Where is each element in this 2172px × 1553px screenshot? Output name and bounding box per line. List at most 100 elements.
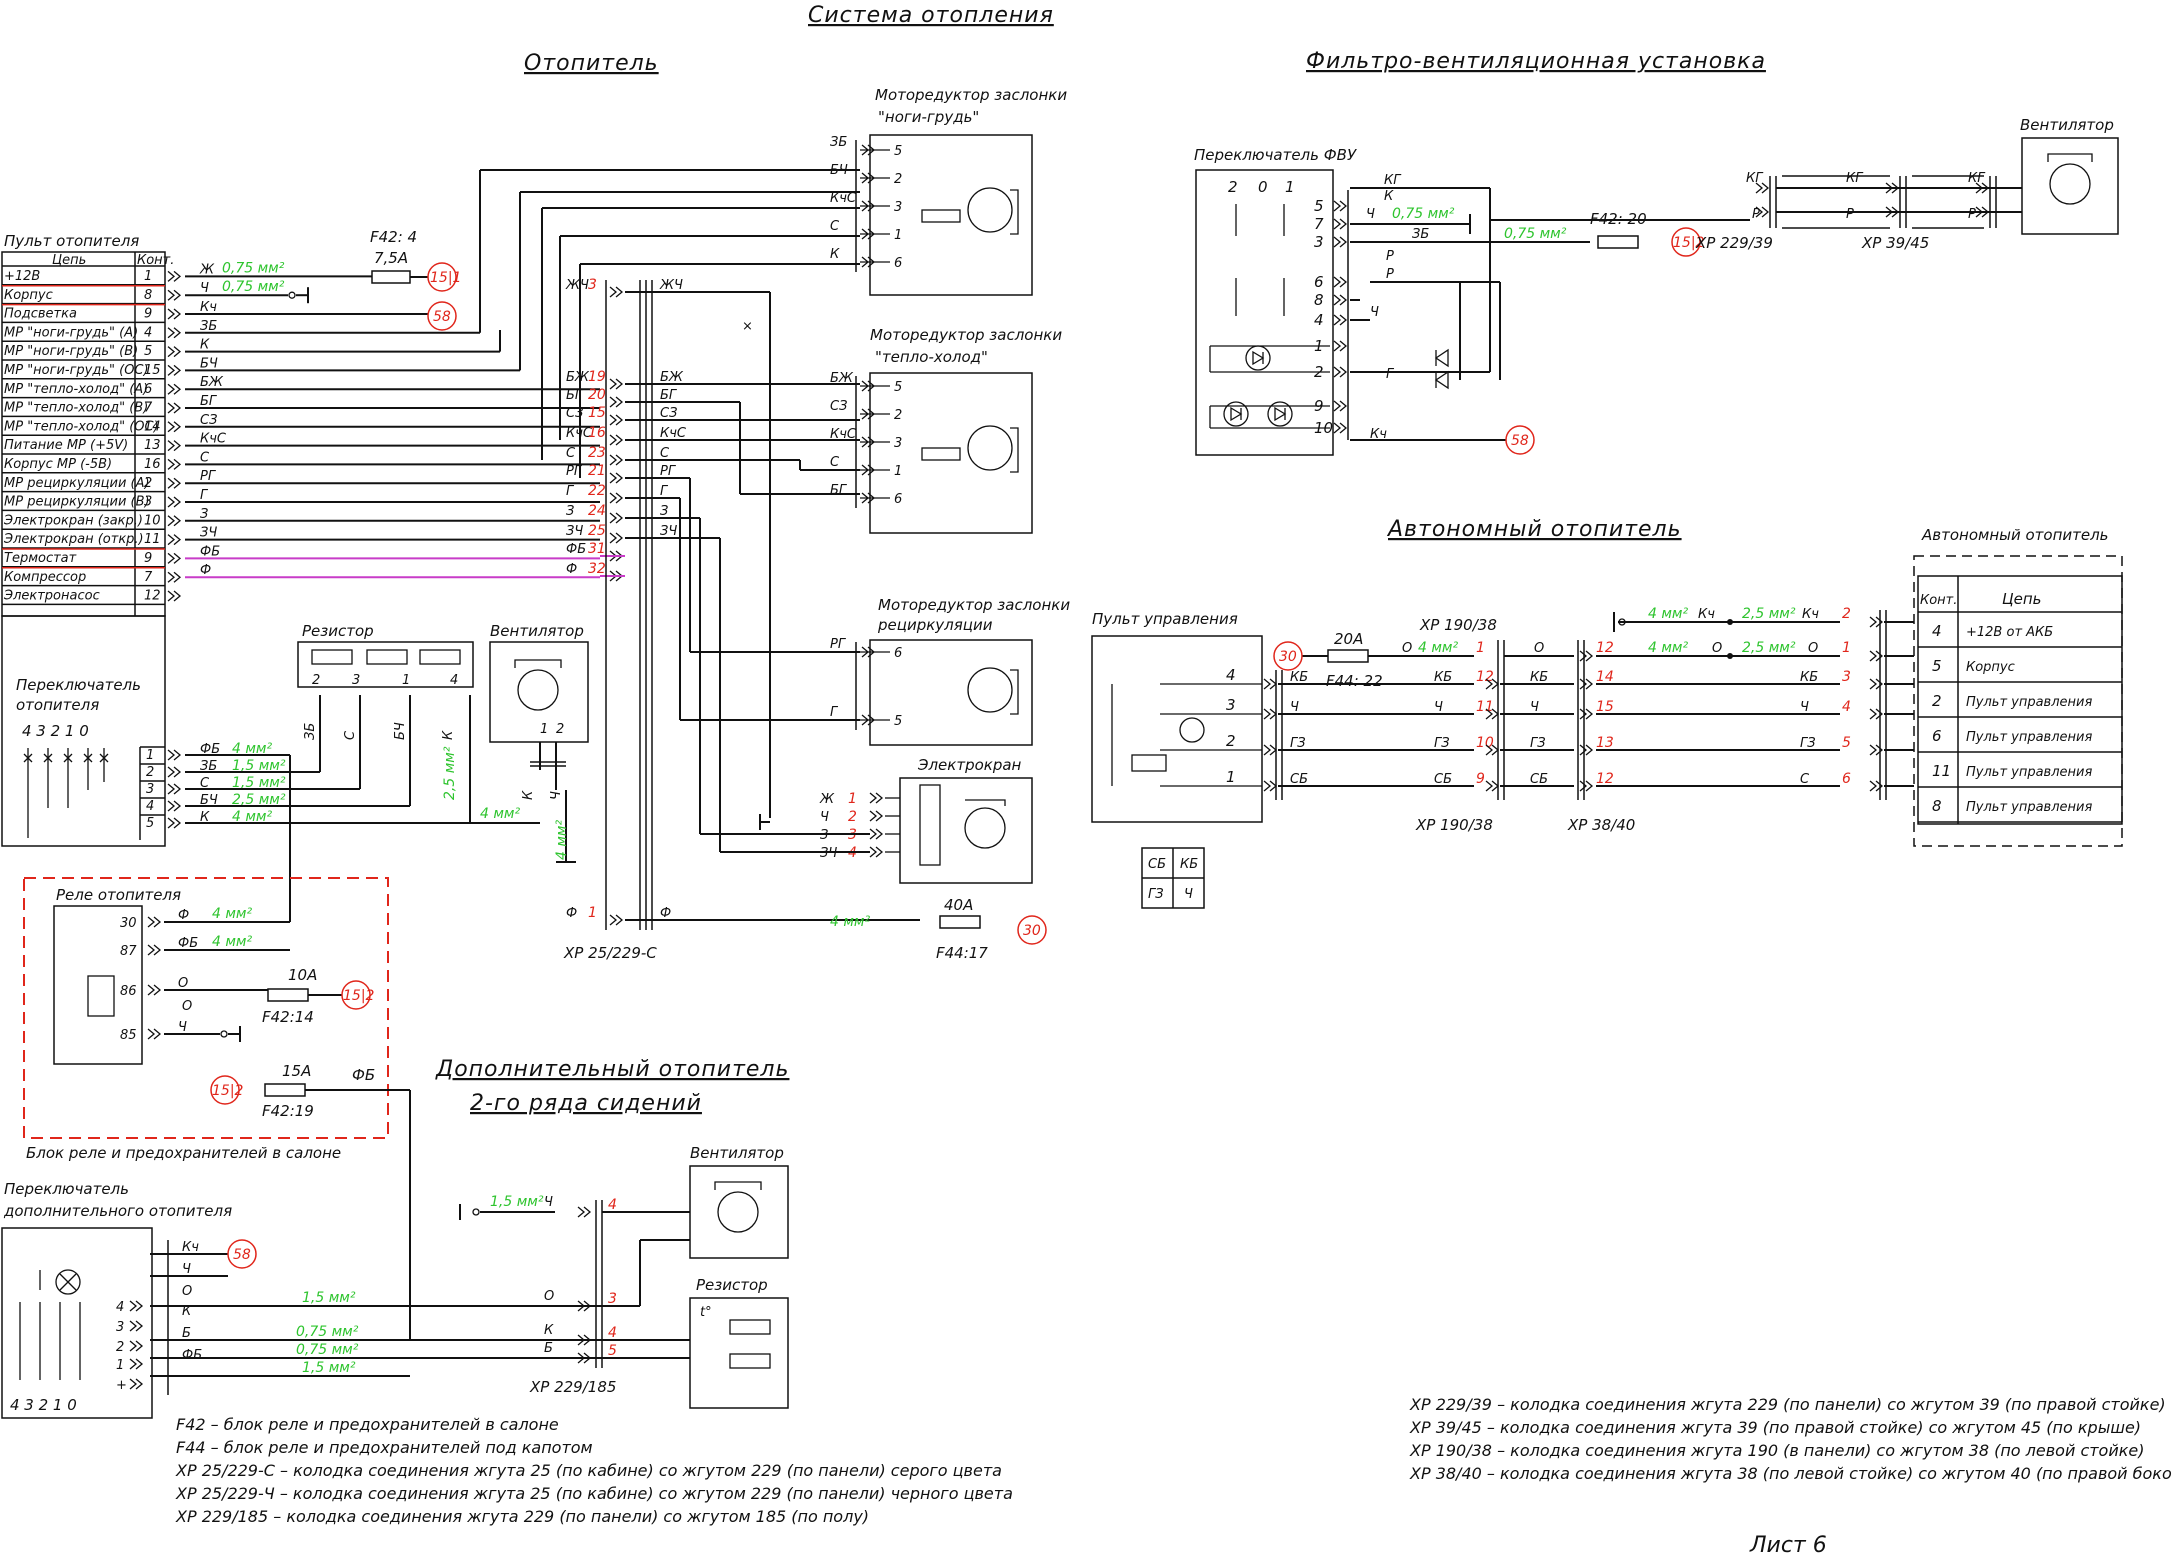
fvu-pin: 4: [1314, 311, 1324, 329]
pin-chevron: [861, 408, 876, 420]
panel-wire-label: КчС: [200, 432, 227, 447]
panel-row-name: Корпус МР (-5В): [4, 457, 112, 472]
auto-table-head: Конт.: [1920, 593, 1957, 608]
auto-plug-kb: КБ: [1180, 857, 1198, 872]
fvu-wire: Ч: [1366, 207, 1375, 222]
auto-wire: ГЗ: [1434, 736, 1450, 751]
panel-pin-chevron: [167, 308, 182, 320]
note-left-line: ХР 25/229-С – колодка соединения жгута 2…: [175, 1461, 1002, 1480]
panel-pin-chevron: [167, 458, 182, 470]
panel-row-pin: 16: [144, 457, 161, 472]
valve-pin: 1: [848, 791, 857, 807]
ref-58-marker: [427, 301, 457, 331]
wire-section: 4 мм²: [232, 741, 272, 757]
auto-conn3-pin: 1: [1842, 640, 1851, 656]
fvu-wire: Кч: [1370, 427, 1387, 442]
panel-row-name: Подсветка: [4, 307, 77, 322]
motor-legs-motor-icon: [967, 187, 1013, 233]
extra-switch-wire: О: [182, 1284, 192, 1299]
fvu-wire: Р: [1386, 249, 1394, 264]
pin-chevron: [129, 1320, 144, 1332]
fvu-section-title: Фильтро-вентиляционная установка: [1306, 49, 1766, 74]
ref-30-auto-marker: [1273, 641, 1303, 671]
auto-table-name: Пульт управления: [1966, 800, 2092, 815]
conn-pin: 23: [588, 445, 606, 461]
heater-switch-pin: 5: [146, 816, 154, 831]
auto-plug: СБ КБ ГЗ Ч: [1141, 847, 1205, 909]
auto-conn2-pin: 13: [1596, 735, 1614, 751]
wire-section: 2,5 мм²: [442, 746, 458, 800]
pin-chevron: [129, 1340, 144, 1352]
pin-chevron: [861, 464, 876, 476]
auto-control-title: Пульт управления: [1092, 610, 1238, 628]
conn-pin: 24: [588, 503, 606, 519]
panel-row-name: МР рециркуляции (В): [4, 495, 150, 510]
panel-wire-label: БЖ: [200, 375, 224, 390]
panel-pin-chevron: [167, 477, 182, 489]
auto-conn-pin: 1: [1476, 640, 1485, 656]
note-right-line: ХР 229/39 – колодка соединения жгута 229…: [1409, 1395, 2166, 1414]
extra-switch-pin: 4: [116, 1300, 124, 1315]
motor-legs-chest: Моторедуктор заслонки "ноги-грудь" 5ЗБ2Б…: [830, 86, 1067, 296]
auto-feed-wire: Кч: [1698, 607, 1715, 622]
extra-switch-pin: 1: [116, 1358, 124, 1373]
ref-58-extra-marker: [227, 1239, 257, 1269]
auto-wire: Ч: [1434, 700, 1443, 715]
panel-row-pin: 3: [144, 495, 152, 510]
resistor-wire: К: [441, 730, 456, 740]
fvu-pin: 3: [1314, 233, 1324, 251]
extra-conn-wire: О: [544, 1289, 554, 1304]
pin-chevron: [1333, 400, 1348, 412]
conn-pin: 15: [588, 405, 606, 421]
extra-conn-wire: К: [544, 1323, 554, 1338]
fuse-f42-4-label: F42: 4: [370, 228, 417, 246]
panel-row-name: Компрессор: [4, 570, 86, 585]
auto-conn1-label-bottom: ХР 190/38: [1415, 816, 1493, 834]
panel-pin-chevron: [167, 515, 182, 527]
auto-conn3-pin: 3: [1842, 669, 1851, 685]
relay-wire: ФБ: [178, 936, 198, 951]
auto-table-name: Корпус: [1966, 660, 2015, 675]
pin-chevron: [861, 380, 876, 392]
motor-wire: БЧ: [830, 163, 848, 178]
auto-conn3-pin: 4: [1842, 699, 1851, 715]
extra-connector-label: ХР 229/185: [529, 1378, 616, 1396]
auto-table-pin: 6: [1932, 727, 1942, 745]
auto-right-wire: ГЗ: [1800, 736, 1816, 751]
relay-wire: Ф: [178, 908, 189, 923]
panel-col-contact: Конт.: [137, 253, 174, 268]
pin-chevron: [147, 984, 162, 996]
auto-right-wire: С: [1800, 772, 1810, 787]
panel-row-name: Термостат: [4, 551, 77, 566]
auto-wire: Ч: [1290, 700, 1299, 715]
fvu-wire: Ч: [1370, 305, 1379, 320]
panel-row-pin: 10: [144, 513, 161, 528]
pin-chevron: [129, 1378, 144, 1390]
panel-row-name: Электронасос: [3, 589, 100, 604]
fvu-pos-1: 1: [1285, 178, 1295, 196]
pin-chevron: [1333, 366, 1348, 378]
fvu-line-wire: Р: [1752, 207, 1760, 222]
motor-recirc-motor-icon: [967, 667, 1013, 713]
fvu-lamp-icon: [1245, 345, 1271, 371]
pin-chevron: [577, 1352, 592, 1364]
pin-chevron: [147, 1028, 162, 1040]
valve-wire: ЗЧ: [820, 846, 837, 861]
conn-right-wire: КчС: [660, 426, 687, 441]
pin-chevron: [861, 436, 876, 448]
pin-chevron: [1333, 340, 1348, 352]
panel-row-pin: 4: [144, 325, 152, 340]
panel-pin-chevron: [167, 534, 182, 546]
pin-chevron: [167, 800, 182, 812]
fvu-fuse: [1597, 235, 1639, 249]
panel-pin-chevron: [167, 590, 182, 602]
auto-wire: СБ: [1434, 772, 1452, 787]
panel-pin-chevron: [167, 270, 182, 282]
pin-chevron: [869, 846, 884, 858]
fuse-f42-4: F42: 4 7,5А 15|1 58: [370, 228, 461, 331]
